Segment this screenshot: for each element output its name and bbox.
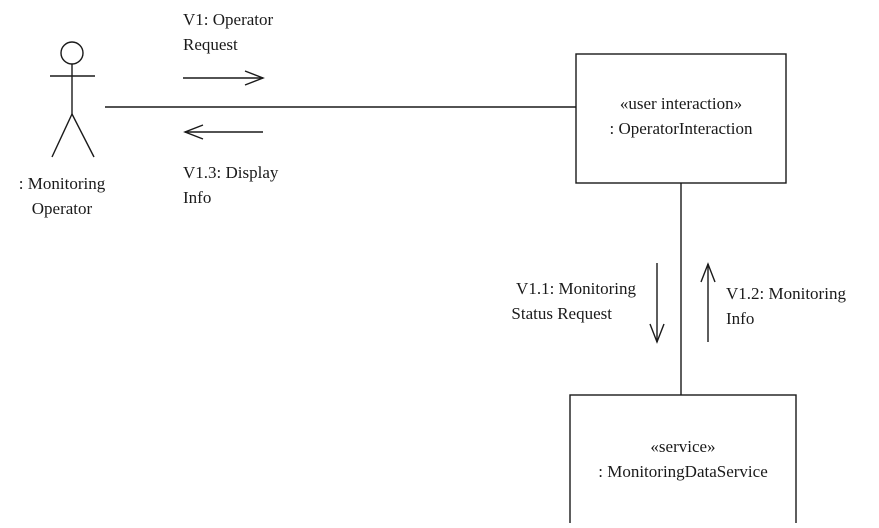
actor-head <box>60 41 84 65</box>
actor-name-line1: : Monitoring <box>19 174 106 193</box>
message-v1-3-line1: V1.3: Display <box>183 163 279 182</box>
object-monitoring-data-service <box>569 394 797 528</box>
message-v1-line1: V1: Operator <box>183 10 274 29</box>
operator-interaction-stereotype: «user interaction» <box>620 94 742 113</box>
message-v1-arrow <box>183 70 265 86</box>
message-v1-1-arrow <box>649 263 665 344</box>
monitoring-data-service-stereotype: «service» <box>650 437 715 456</box>
actor-name-line2: Operator <box>32 199 93 218</box>
actor-stick-figure <box>50 41 95 158</box>
object-operator-interaction <box>575 53 787 184</box>
actor-left-leg <box>51 113 73 158</box>
operator-interaction-name: : OperatorInteraction <box>609 119 753 138</box>
message-v1-line2: Request <box>183 35 238 54</box>
message-v1-2-line1: V1.2: Monitoring <box>726 284 846 303</box>
message-v1-2-arrow <box>700 262 716 342</box>
message-v1-2-line2: Info <box>726 309 754 328</box>
actor-right-leg <box>71 113 95 158</box>
message-v1-1-line2: Status Request <box>511 304 612 323</box>
monitoring-data-service-name: : MonitoringDataService <box>598 462 768 481</box>
message-v1-3-arrow <box>183 124 263 140</box>
message-v1-1-line1: V1.1: Monitoring <box>516 279 636 298</box>
message-v1-3-line2: Info <box>183 188 211 207</box>
